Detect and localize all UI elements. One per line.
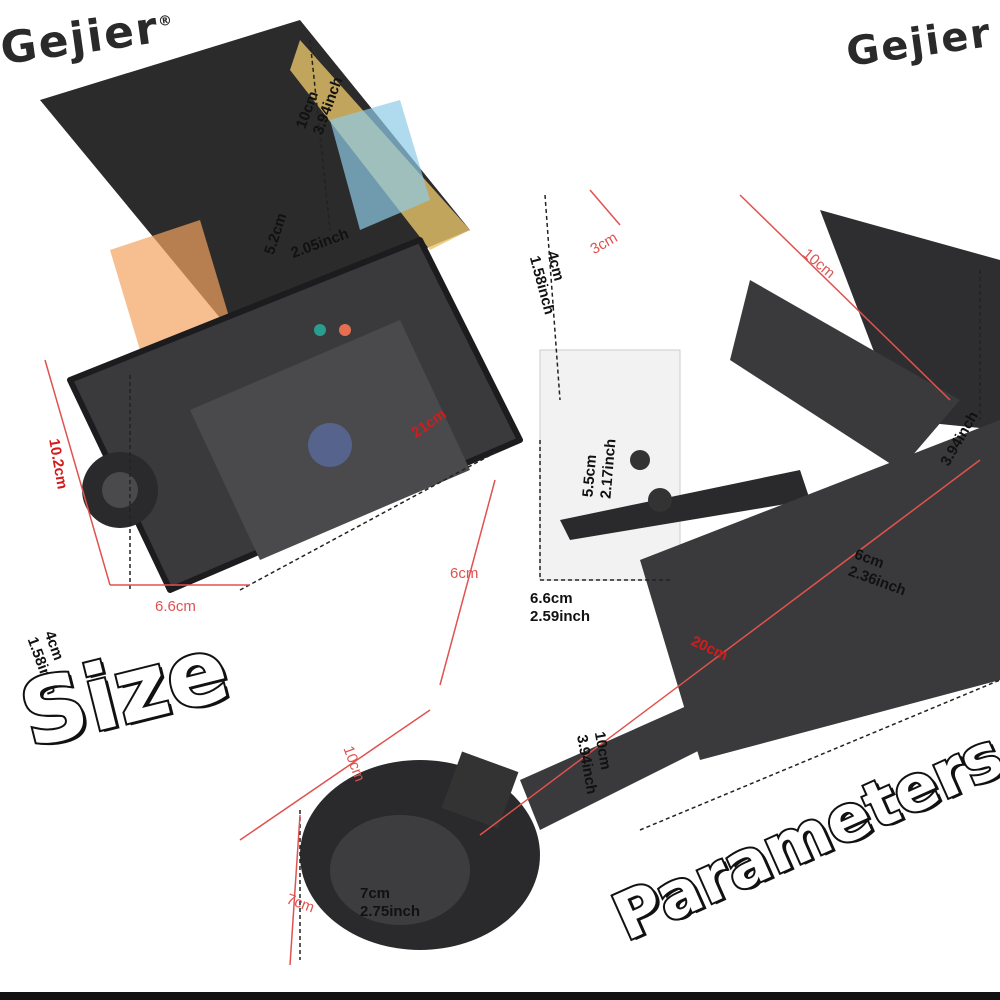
dim-right-bracket: 6.6cm 2.59inch bbox=[530, 590, 590, 626]
accessory-photo-panel bbox=[40, 20, 470, 350]
dim-value-cm: 6.6cm bbox=[530, 590, 573, 607]
dim-value-in: 2.75inch bbox=[360, 903, 421, 920]
ball-joint bbox=[82, 452, 158, 528]
dim-value-cm: 6cm bbox=[450, 565, 479, 582]
dim-value-cm: 7cm bbox=[360, 885, 391, 902]
phone-holder-screen bbox=[67, 237, 523, 593]
dimension-lines-red bbox=[44, 189, 981, 966]
dim-left-bottom: 6.6cm bbox=[155, 598, 196, 616]
suction-base bbox=[300, 751, 540, 950]
dim-value-cm: 6.6cm bbox=[155, 598, 196, 615]
extension-arm bbox=[520, 210, 1000, 830]
dim-value-in: 2.59inch bbox=[530, 608, 591, 625]
dim-base-height: 7cm 2.75inch bbox=[360, 885, 420, 921]
dim-middle-stem: 6cm bbox=[450, 565, 478, 583]
clamp-bracket-photo bbox=[539, 349, 810, 581]
dimension-lines bbox=[129, 39, 1000, 960]
bottom-border bbox=[0, 992, 1000, 1000]
dim-right-side: 5.5cm 2.17inch bbox=[579, 437, 620, 500]
